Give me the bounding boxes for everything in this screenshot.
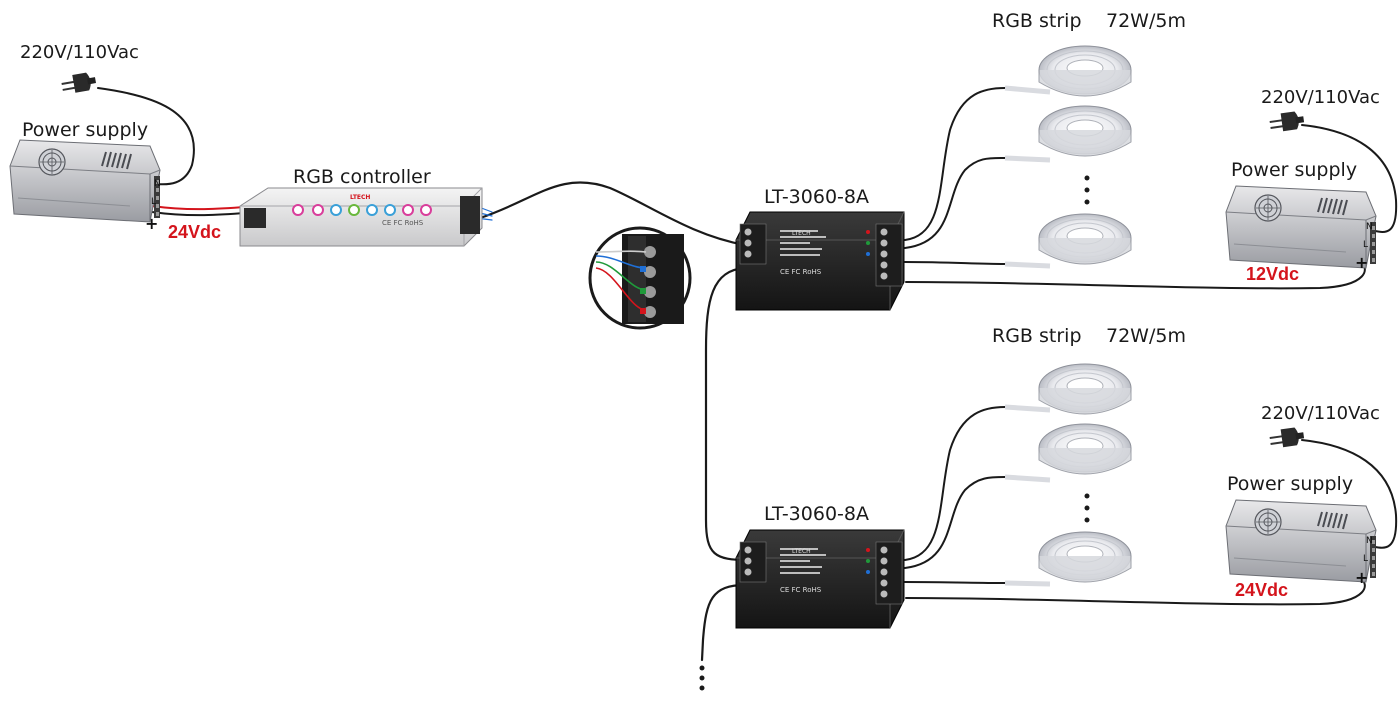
psu-left-l: L [151, 197, 156, 207]
mains-label-right-bottom: 220V/110Vac [1261, 403, 1380, 424]
strip-cable-top-1 [904, 87, 1006, 241]
dc-cable-bottom-right [905, 577, 1366, 606]
mains-label-right-top: 220V/110Vac [1261, 87, 1380, 108]
strip-label-top: RGB strip [992, 10, 1082, 32]
strip-label-bottom: RGB strip [992, 325, 1082, 347]
plug-icon-right-bottom [1268, 426, 1305, 449]
plug-icon-right-top [1268, 110, 1305, 133]
controller-rohs: CE FC RoHS [382, 219, 424, 227]
strip-cable-top-2 [904, 156, 1006, 249]
strip-cable-top-3 [904, 261, 1006, 265]
voltage-label-left: 24Vdc [168, 222, 222, 242]
amplifier-top [735, 211, 905, 311]
power-supply-left [9, 139, 161, 223]
psu-label-right-top: Power supply [1231, 159, 1358, 181]
mains-cable-left [97, 87, 195, 186]
led-strip-reel-top-1 [1038, 45, 1132, 97]
psu-rb-n: N [1366, 536, 1373, 546]
amp-bottom-rohs: CE FC RoHS [780, 586, 822, 594]
amp-top-rohs: CE FC RoHS [780, 268, 822, 276]
led-strip-reel-top-3 [1038, 213, 1132, 265]
led-strip-reel-top-2 [1038, 105, 1132, 157]
psu-rt-plus: + [1355, 253, 1368, 272]
plug-icon-left [60, 71, 98, 95]
power-supply-right-top [1225, 185, 1377, 269]
voltage-label-right-top: 12Vdc [1246, 264, 1300, 284]
strip-power-top: 72W/5m [1106, 10, 1186, 32]
terminal-zoom-inset [588, 226, 692, 330]
led-strip-tails-bottom [1004, 404, 1051, 587]
mains-label-left: 220V/110Vac [20, 42, 139, 63]
rgb-controller: LTECH CE FC RoHS [239, 187, 483, 247]
ellipsis-dots-bottom [1084, 493, 1090, 523]
amp-bottom-brand: LTECH [792, 548, 811, 555]
psu-rb-l: L [1363, 554, 1368, 564]
signal-cable-continuation [700, 583, 747, 662]
amplifier-bottom [735, 529, 905, 629]
psu-label-right-bottom: Power supply [1227, 473, 1354, 495]
amp-label-bottom: LT-3060-8A [764, 503, 869, 525]
psu-rb-plus: + [1355, 568, 1368, 587]
strip-cable-bottom-3 [904, 581, 1006, 584]
ellipsis-dots-continuation [699, 665, 705, 691]
led-strip-reel-bottom-3 [1038, 531, 1132, 583]
strip-power-bottom: 72W/5m [1106, 325, 1186, 347]
signal-cable-amp-amp [704, 266, 750, 562]
mains-cable-right-bottom [1301, 439, 1398, 549]
led-strip-reel-bottom-2 [1038, 423, 1132, 475]
wires [97, 87, 1398, 662]
psu-left-plus: + [145, 214, 158, 233]
psu-rt-n: N [1366, 222, 1373, 232]
voltage-label-right-bottom: 24Vdc [1235, 580, 1289, 600]
signal-cable-controller-amp [478, 181, 747, 247]
power-supply-right-bottom [1225, 499, 1377, 583]
dc-cable-top-right [905, 261, 1366, 290]
controller-label: RGB controller [293, 166, 431, 188]
ellipsis-dots-top [1084, 175, 1090, 205]
psu-label-left: Power supply [22, 119, 149, 141]
led-strip-reel-bottom-1 [1038, 363, 1132, 415]
mains-cable-right-top [1301, 124, 1398, 233]
amp-label-top: LT-3060-8A [764, 186, 869, 208]
strip-cable-bottom-2 [904, 476, 1006, 569]
controller-brand: LTECH [350, 194, 370, 201]
psu-left-n: N [154, 179, 161, 189]
psu-rt-l: L [1363, 240, 1368, 250]
amp-top-brand: LTECH [792, 230, 811, 237]
strip-cable-bottom-1 [904, 406, 1006, 561]
led-strip-tails-top [1004, 85, 1051, 269]
